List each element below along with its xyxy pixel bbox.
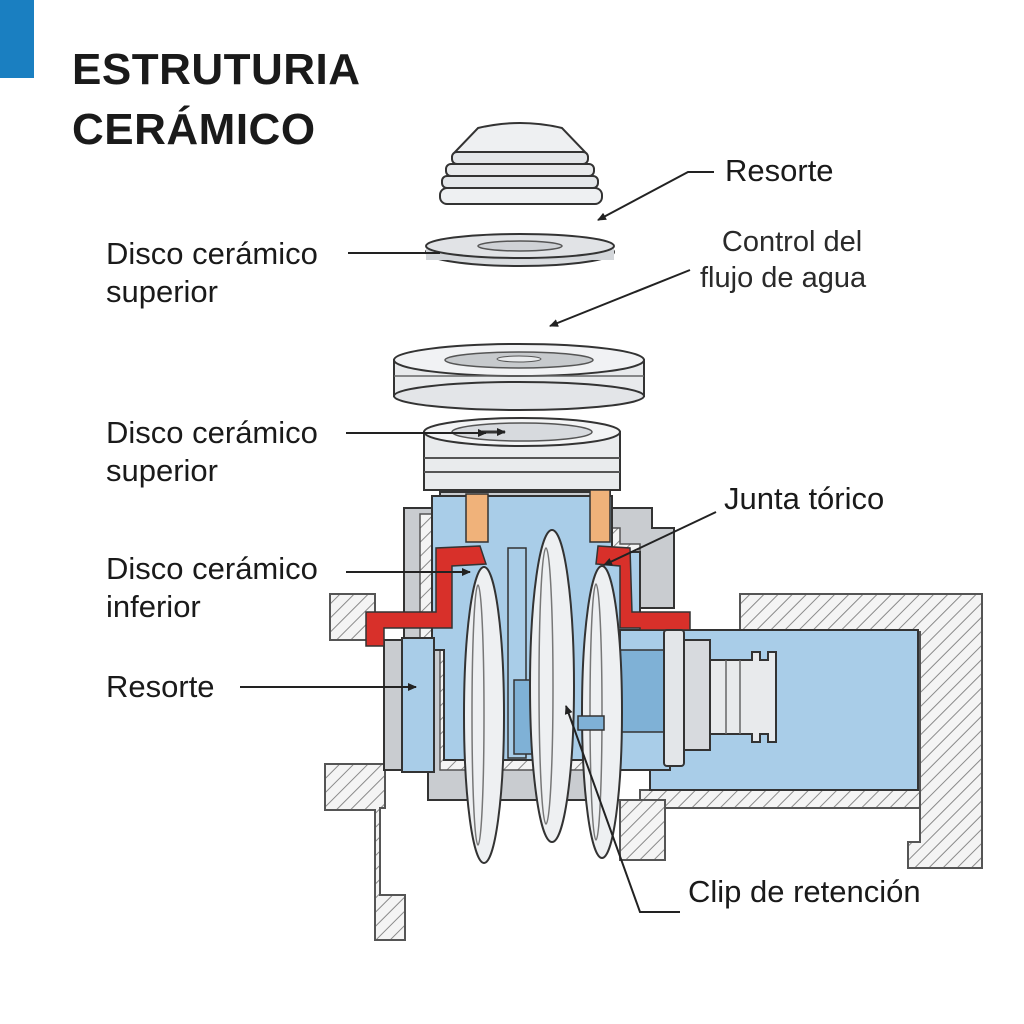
upper-ceramic-disc-1 xyxy=(425,233,615,267)
title-line-2: CERÁMICO xyxy=(72,105,316,154)
cartridge-housing xyxy=(423,417,621,491)
label-disco-superior-2-line-2: superior xyxy=(106,453,218,488)
label-control-flujo: Control del flujo de agua xyxy=(700,224,866,296)
label-resorte-bottom: Resorte xyxy=(106,669,215,704)
label-clip-retencion: Clip de retención xyxy=(688,874,921,909)
label-disco-superior-1-line-2: superior xyxy=(106,274,218,309)
label-disco-inferior-line-1: Disco cerámico xyxy=(106,551,318,586)
label-disco-superior-2: Disco cerámico superior xyxy=(106,414,318,490)
label-disco-superior-1-line-1: Disco cerámico xyxy=(106,236,318,271)
vertical-disc-right xyxy=(581,565,623,859)
label-control-line-1: Control del xyxy=(721,226,863,258)
flow-control-disc xyxy=(393,343,645,411)
label-disco-inferior: Disco cerámico inferior xyxy=(106,550,318,626)
label-disco-superior-1: Disco cerámico superior xyxy=(106,235,318,311)
threaded-outlet xyxy=(663,629,777,767)
leader-lines xyxy=(240,171,717,913)
label-resorte-top: Resorte xyxy=(725,153,834,188)
copper-pin-left xyxy=(465,493,489,543)
copper-pin-right xyxy=(589,489,611,543)
accent-bar xyxy=(0,0,34,78)
top-cap xyxy=(439,122,603,205)
label-junta-torico: Junta tórico xyxy=(724,481,885,516)
title-line-1: ESTRUTURIA xyxy=(72,45,361,94)
label-control-line-2: flujo de agua xyxy=(700,262,867,294)
page-title: ESTRUTURIA CERÁMICO xyxy=(72,40,361,160)
vertical-disc-center xyxy=(529,529,575,843)
label-disco-superior-2-line-1: Disco cerámico xyxy=(106,415,318,450)
vertical-disc-left xyxy=(463,566,505,864)
retaining-clip xyxy=(577,715,605,731)
label-disco-inferior-line-2: inferior xyxy=(106,589,201,624)
